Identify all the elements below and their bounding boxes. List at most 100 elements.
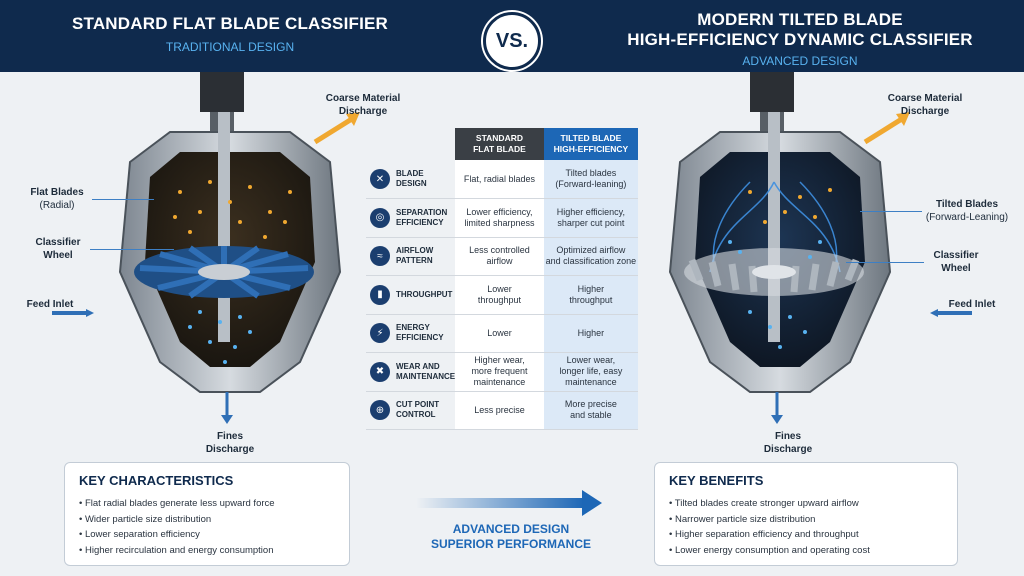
list-item: Wider particle size distribution [79, 512, 335, 528]
left-feed-arrow-icon [52, 309, 94, 317]
row-label: EFFICIENCY [396, 333, 444, 343]
crosshair-icon: ⊕ [370, 400, 390, 421]
left-fines-label: Fines Discharge [190, 430, 270, 456]
tilted-blades [684, 248, 864, 296]
left-flat-blades-label: Flat Blades (Radial) [22, 186, 92, 212]
row-label: PATTERN [396, 256, 433, 266]
right-wheel-line1: Classifier [933, 250, 979, 261]
row-label: MAINTENANCE [396, 371, 456, 381]
col-header-standard: STANDARD FLAT BLADE [455, 128, 544, 160]
right-tilted-blades-label: Tilted Blades (Forward-Leaning) [922, 198, 1012, 224]
cell-text: Higher wear, [474, 355, 525, 366]
left-feed-label: Feed Inlet [26, 299, 74, 310]
standard-cell: Lower [455, 314, 544, 353]
row-label: BLADE [396, 169, 424, 178]
vs-badge: VS. [483, 12, 541, 70]
row-label: SEPARATION [396, 207, 448, 217]
standard-cell: Flat, radial blades [455, 160, 544, 199]
left-wheel-leader [90, 249, 174, 250]
table-header-row: STANDARD FLAT BLADE TILTED BLADE HIGH-EF… [366, 128, 638, 160]
right-feed-arrow-icon [930, 309, 972, 317]
tilted-cell: Tilted blades(Forward-leaning) [543, 160, 638, 199]
list-item: Lower separation efficiency [79, 527, 335, 543]
row-label: CONTROL [396, 410, 436, 420]
cell-text: Optimized airflow [556, 245, 626, 256]
row-label: THROUGHPUT [396, 289, 453, 299]
cell-text: longer life, easy maintenance [559, 366, 623, 388]
key-characteristics-box: KEY CHARACTERISTICS Flat radial blades g… [64, 462, 350, 566]
right-arrow-icon [416, 490, 602, 516]
right-coarse-line1: Coarse Material [887, 93, 963, 104]
cell-text: Tilted blades [565, 168, 617, 178]
right-tilted-line1: Tilted Blades [935, 199, 999, 210]
list-item: Narrower particle size distribution [669, 512, 943, 528]
standard-cell: Less precise [455, 391, 544, 430]
left-fines-line1: Fines [216, 431, 244, 442]
cell-text: and stable [570, 410, 612, 421]
cell-text: Lower [487, 327, 512, 338]
airflow-icon: ≈ [370, 246, 390, 267]
left-flat-blades-leader [92, 199, 154, 200]
tilted-cell: Lower wear,longer life, easy maintenance [543, 352, 638, 392]
list-item: Lower energy consumption and operating c… [669, 543, 943, 559]
tilted-cell: Higher efficiency,sharper cut point [543, 198, 638, 238]
left-title-block: STANDARD FLAT BLADE CLASSIFIER TRADITION… [40, 14, 420, 54]
key-characteristics-title: KEY CHARACTERISTICS [79, 473, 234, 488]
left-wheel-line2: Wheel [43, 250, 73, 261]
target-icon: ◎ [370, 207, 390, 228]
middle-caption: ADVANCED DESIGN SUPERIOR PERFORMANCE [396, 522, 626, 552]
cell-text: Lower [487, 283, 512, 294]
cell-text: Higher efficiency, [556, 206, 625, 217]
right-tilted-line2: (Forward-Leaning) [925, 212, 1009, 223]
row-label: EFFICIENCY [396, 217, 444, 227]
middle-caption-line1: ADVANCED DESIGN [452, 522, 570, 536]
standard-cell: Higher wear,more frequent maintenance [455, 352, 544, 392]
key-characteristics-list: Flat radial blades generate less upward … [79, 496, 335, 558]
left-coarse-line2: Discharge [338, 106, 388, 117]
tilted-blade-classifier-illustration [668, 72, 910, 424]
right-fines-label: Fines Discharge [748, 430, 828, 456]
cell-text: Higher [577, 327, 605, 338]
right-fines-line2: Discharge [763, 444, 813, 455]
flat-radial-blades [134, 245, 314, 299]
row-header: ▮THROUGHPUT [366, 275, 456, 315]
cell-text: and classification zone [545, 256, 637, 267]
cell-text: more frequent maintenance [471, 366, 528, 388]
cell-text: Flat, radial blades [463, 173, 535, 184]
standard-cell: Lower efficiency,limited sharpness [455, 198, 544, 238]
right-subtitle: ADVANCED DESIGN [742, 54, 858, 68]
key-benefits-title: KEY BENEFITS [669, 473, 764, 488]
list-item: Higher recirculation and energy consumpt… [79, 543, 335, 559]
row-label: ENERGY [396, 323, 430, 333]
flat-blade-classifier-illustration [118, 72, 360, 424]
col-tb-line2: HIGH-EFFICIENCY [553, 144, 629, 154]
left-fines-line2: Discharge [205, 444, 255, 455]
col-tb-line1: TILTED BLADE [560, 133, 622, 143]
cell-text: throughput [569, 294, 613, 305]
motor [750, 72, 794, 112]
row-label: WEAR AND [396, 361, 440, 371]
table-header-empty [366, 128, 455, 160]
middle-caption-line2: SUPERIOR PERFORMANCE [430, 537, 591, 551]
left-flat-blades-line1: Flat Blades [30, 187, 84, 198]
left-title: STANDARD FLAT BLADE CLASSIFIER [71, 14, 389, 33]
col-std-line1: STANDARD [475, 133, 523, 143]
cell-text: Lower wear, [566, 355, 616, 366]
motor [200, 72, 244, 112]
comparison-table: STANDARD FLAT BLADE TILTED BLADE HIGH-EF… [366, 128, 638, 430]
cell-text: throughput [477, 294, 521, 305]
